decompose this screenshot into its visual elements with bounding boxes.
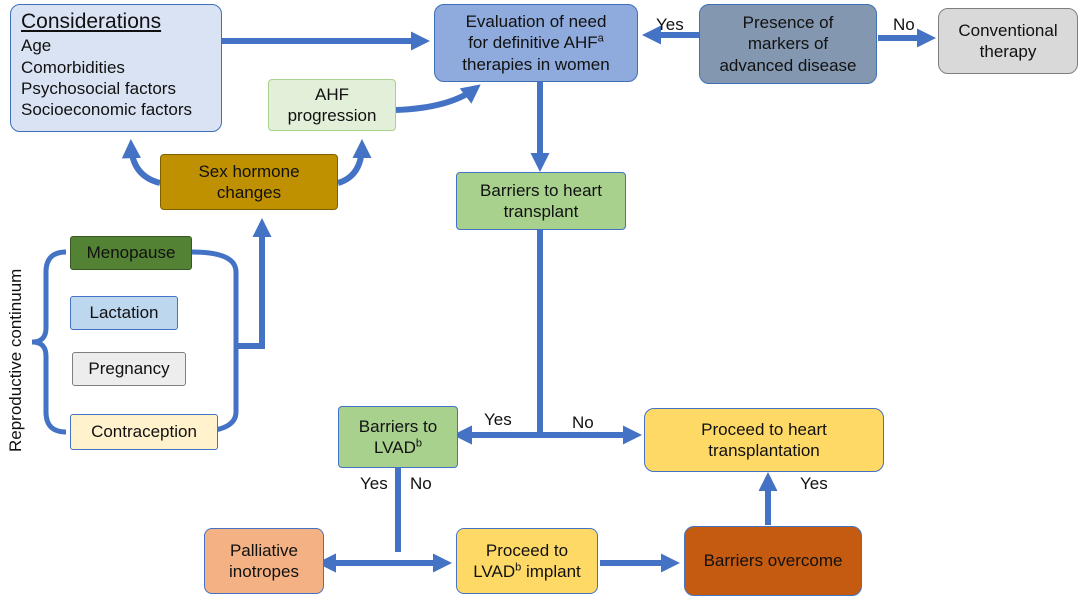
reproductive-right-bracket	[191, 249, 239, 435]
ahf-progression-line: AHF	[315, 84, 349, 104]
lactation-box: Lactation	[70, 296, 178, 330]
proceed-lvad-text: implant	[521, 562, 581, 581]
arrow-reproductive-to-hormone	[236, 218, 272, 349]
menopause-box: Menopause	[70, 236, 192, 270]
arrow-progression-to-evaluation	[395, 84, 481, 113]
sex-hormone-line: Sex hormone	[198, 161, 300, 181]
proceed-lvad-line: LVADb implant	[473, 561, 581, 582]
pregnancy-box: Pregnancy	[72, 352, 186, 386]
barriers-lvad-line: Barriers to	[358, 416, 438, 436]
arrow-hormone-to-considerations	[121, 139, 161, 186]
barriers-lvad-text: LVAD	[373, 438, 416, 457]
lvad-yes-label: Yes	[360, 474, 388, 493]
barriers-lvad-box: Barriers to LVADb	[338, 406, 458, 468]
reproductive-continuum-label: Reproductive continuum	[6, 268, 25, 452]
considerations-box: Considerations Age Comorbidities Psychos…	[10, 4, 222, 132]
evaluation-line: therapies in women	[462, 54, 610, 74]
ahf-progression-line: progression	[287, 106, 377, 125]
markers-line: advanced disease	[719, 55, 857, 75]
evaluation-text: for definitive AHF	[468, 33, 598, 53]
sex-hormone-line: changes	[216, 183, 282, 202]
evaluation-line: for definitive AHFa	[468, 32, 604, 53]
lactation-label: Lactation	[89, 303, 159, 323]
proceed-lvad-text: LVAD	[473, 562, 516, 581]
proceed-transplant-line: Proceed to heart	[701, 419, 827, 439]
markers-yes-label: Yes	[656, 15, 684, 34]
considerations-item: Socioeconomic factors	[21, 100, 193, 119]
superscript-a: a	[597, 32, 604, 45]
barriers-transplant-line: transplant	[503, 202, 579, 221]
palliative-line: inotropes	[229, 562, 299, 581]
evaluation-line: Evaluation of need	[465, 12, 607, 32]
lvad-no-label: No	[410, 474, 432, 493]
proceed-transplant-box: Proceed to heart transplantation	[644, 408, 884, 472]
conventional-line: therapy	[979, 42, 1037, 61]
superscript-b: b	[415, 437, 422, 450]
markers-line: Presence of	[742, 13, 834, 33]
barriers-overcome-box: Barriers overcome	[684, 526, 862, 596]
reproductive-brace	[31, 249, 67, 435]
barriers-transplant-box: Barriers to heart transplant	[456, 172, 626, 230]
considerations-item: Psychosocial factors	[21, 78, 176, 98]
sex-hormone-box: Sex hormone changes	[160, 154, 338, 210]
menopause-label: Menopause	[86, 243, 176, 263]
considerations-title: Considerations	[21, 10, 162, 33]
markers-line: markers of	[747, 34, 829, 54]
proceed-transplant-line: transplantation	[708, 441, 820, 460]
considerations-item: Comorbidities	[21, 57, 125, 77]
ahf-progression-box: AHF progression	[268, 79, 396, 131]
contraception-label: Contraception	[91, 422, 197, 442]
evaluation-box: Evaluation of need for definitive AHFa t…	[434, 4, 638, 82]
conventional-line: Conventional	[958, 20, 1058, 40]
transplant-yes-label: Yes	[484, 410, 512, 429]
arrow-hormone-to-progression	[336, 139, 372, 186]
considerations-item: Age	[21, 36, 52, 56]
transplant-no-label: No	[572, 413, 594, 432]
proceed-lvad-line: Proceed to	[485, 540, 569, 560]
palliative-box: Palliative inotropes	[204, 528, 324, 594]
palliative-line: Palliative	[229, 540, 299, 560]
overcome-yes-label: Yes	[800, 474, 828, 493]
proceed-lvad-box: Proceed to LVADb implant	[456, 528, 598, 594]
barriers-transplant-line: Barriers to heart	[480, 180, 602, 200]
markers-no-label: No	[893, 15, 915, 34]
barriers-lvad-line: LVADb	[374, 437, 422, 458]
markers-box: Presence of markers of advanced disease	[699, 4, 877, 84]
barriers-overcome-label: Barriers overcome	[703, 551, 843, 571]
pregnancy-label: Pregnancy	[88, 359, 170, 379]
superscript-b: b	[515, 561, 522, 574]
conventional-therapy-box: Conventional therapy	[938, 8, 1078, 74]
contraception-box: Contraception	[70, 414, 218, 450]
